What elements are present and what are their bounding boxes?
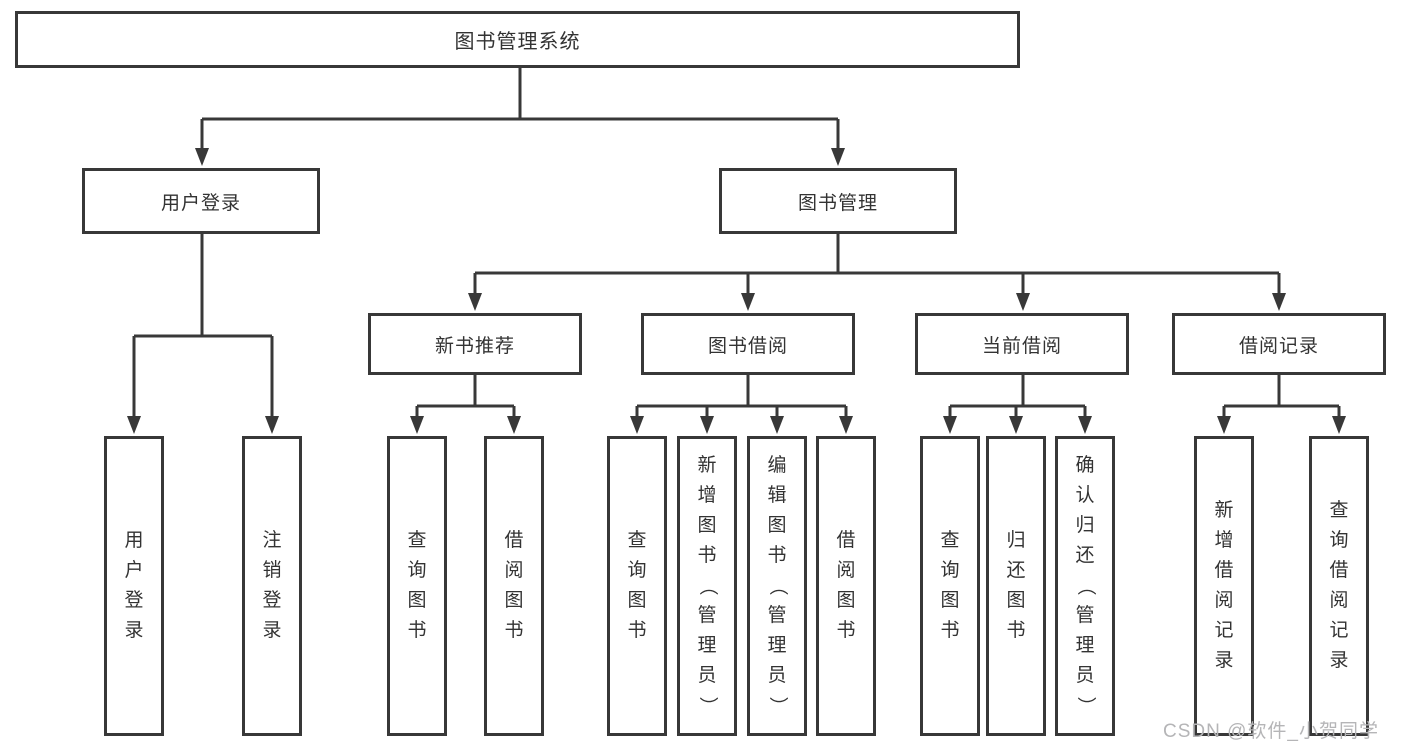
leaf-edit-books-admin: 编辑图书（管理员） [747, 436, 807, 736]
node-borrow-records: 借阅记录 [1172, 313, 1386, 375]
leaf-query-books-recommend: 查询图书 [387, 436, 447, 736]
node-current-borrow: 当前借阅 [915, 313, 1129, 375]
arrow-down-icon [741, 293, 755, 311]
arrow-down-icon [630, 416, 644, 434]
arrow-down-icon [1009, 416, 1023, 434]
connector-root-to-level1 [200, 68, 840, 150]
arrow-down-icon [831, 148, 845, 166]
arrow-down-icon [1016, 293, 1030, 311]
arrow-down-icon [1217, 416, 1231, 434]
leaf-return-books: 归还图书 [986, 436, 1046, 736]
arrow-down-icon [943, 416, 957, 434]
node-book-borrow: 图书借阅 [641, 313, 855, 375]
arrow-down-icon [507, 416, 521, 434]
connector-paths [132, 68, 1341, 416]
watermark: CSDN @软件_小贺同学 [1163, 721, 1379, 742]
node-book-management: 图书管理 [719, 168, 957, 234]
leaf-borrow-books-recommend: 借阅图书 [484, 436, 544, 736]
arrow-down-icon [700, 416, 714, 434]
node-new-book-recommend: 新书推荐 [368, 313, 582, 375]
node-library-management-system: 图书管理系统 [15, 11, 1020, 68]
leaf-query-books-borrow: 查询图书 [607, 436, 667, 736]
arrow-down-icons [127, 148, 1346, 434]
arrow-down-icon [265, 416, 279, 434]
arrow-down-icon [1078, 416, 1092, 434]
leaf-logout: 注销登录 [242, 436, 302, 736]
arrow-down-icon [1332, 416, 1346, 434]
arrow-down-icon [839, 416, 853, 434]
leaf-query-books-current: 查询图书 [920, 436, 980, 736]
arrow-down-icon [127, 416, 141, 434]
connector-currentborrow-to-leaves [948, 375, 1087, 416]
arrow-down-icon [468, 293, 482, 311]
connector-bookborrow-to-leaves [635, 375, 848, 416]
connector-bookmgmt-to-level2 [473, 234, 1281, 293]
connector-newbook-to-leaves [415, 375, 516, 416]
arrow-down-icon [195, 148, 209, 166]
leaf-user-login: 用户登录 [104, 436, 164, 736]
arrow-down-icon [410, 416, 424, 434]
connector-userlogin-to-leaves [132, 234, 274, 416]
leaf-borrow-books: 借阅图书 [816, 436, 876, 736]
arrow-down-icon [1272, 293, 1286, 311]
leaf-confirm-return-admin: 确认归还（管理员） [1055, 436, 1115, 736]
leaf-add-books-admin: 新增图书（管理员） [677, 436, 737, 736]
leaf-add-borrow-record: 新增借阅记录 [1194, 436, 1254, 736]
arrow-down-icon [770, 416, 784, 434]
node-user-login: 用户登录 [82, 168, 320, 234]
leaf-query-borrow-record: 查询借阅记录 [1309, 436, 1369, 736]
connector-records-to-leaves [1222, 375, 1341, 416]
